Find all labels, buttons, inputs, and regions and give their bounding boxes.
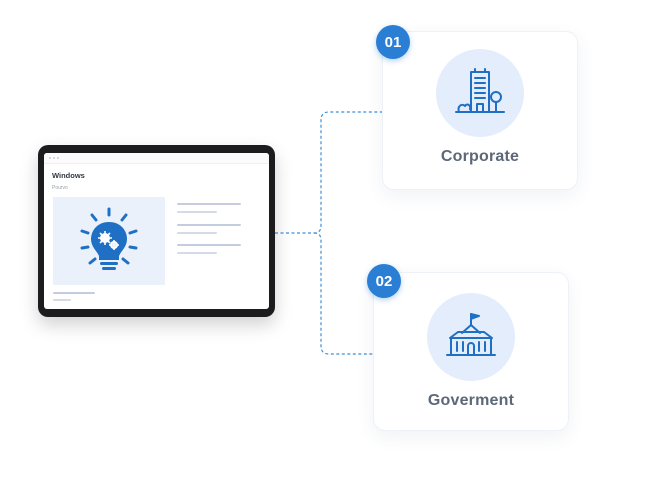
text-placeholder-line: [177, 252, 217, 254]
window-title: Windows: [52, 171, 85, 180]
connector-trunk: [275, 111, 382, 234]
node-card-corporate: Corporate: [382, 31, 578, 190]
tablet-screen: Windows Pourvo: [44, 153, 269, 309]
government-building-icon: [446, 313, 496, 356]
text-placeholder-line: [177, 244, 241, 246]
icon-circle: [436, 49, 524, 137]
text-placeholder-line: [177, 232, 217, 234]
office-building-icon: [455, 68, 505, 113]
text-placeholder-line: [53, 292, 95, 294]
node-number-badge: 02: [367, 264, 401, 298]
node-number-badge: 01: [376, 25, 410, 59]
hero-image: [53, 197, 165, 285]
lightbulb-gears-icon: [80, 207, 138, 270]
window-dots-icon: [49, 157, 59, 159]
tablet-device: Windows Pourvo: [38, 145, 275, 317]
text-placeholder-line: [53, 299, 71, 301]
connector-branch: [313, 232, 373, 355]
text-placeholder-line: [177, 211, 217, 213]
text-placeholder-line: [177, 203, 241, 205]
window-subtitle: Pourvo: [52, 185, 68, 191]
window-titlebar: [44, 153, 269, 164]
text-placeholder-line: [177, 224, 241, 226]
icon-circle: [427, 293, 515, 381]
node-label: Goverment: [427, 392, 515, 409]
node-card-government: Goverment: [373, 272, 569, 431]
node-label: Corporate: [440, 148, 520, 165]
